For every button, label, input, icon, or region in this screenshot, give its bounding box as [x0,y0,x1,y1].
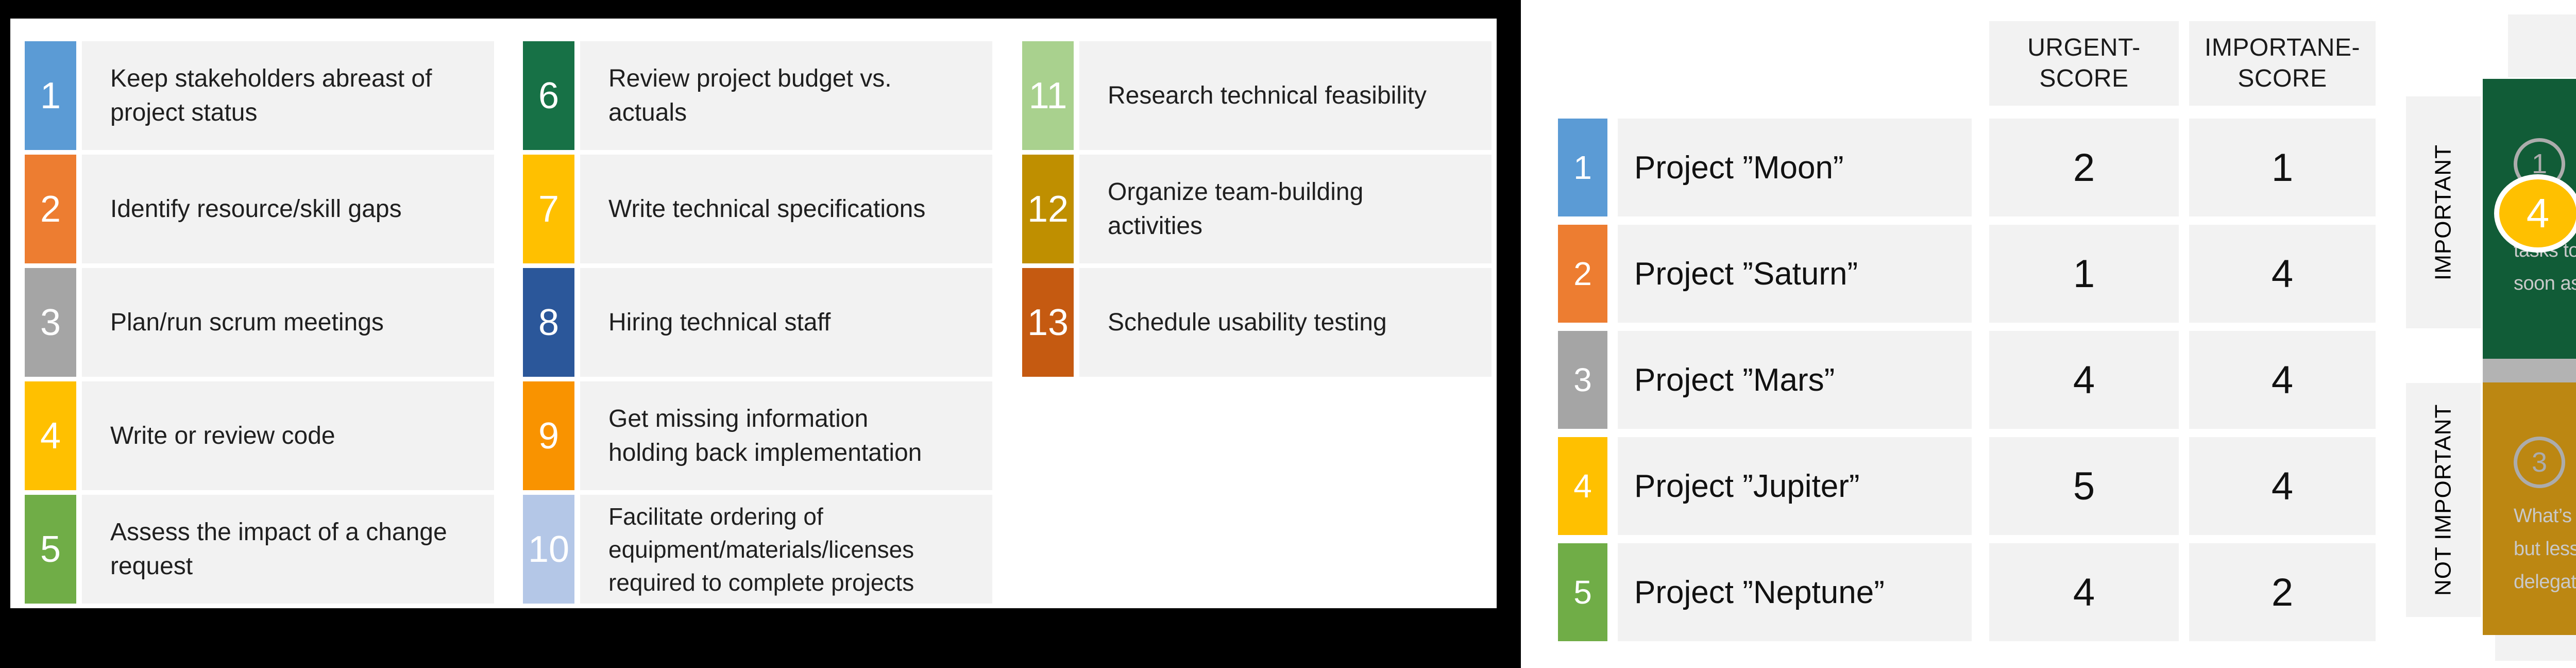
task-label: Organize team-building activities [1079,155,1492,263]
urgent-score-cell: 1 [1989,225,2179,323]
task-item-2: 2 Identify resource/skill gaps [25,155,494,263]
task-label: Plan/run scrum meetings [82,268,494,377]
task-number-badge: 7 [523,155,574,263]
task-label: Facilitate ordering of equipment/materia… [580,495,992,604]
task-number-badge: 6 [523,41,574,150]
task-number-badge: 5 [25,495,76,604]
project-name-cell: Project ”Moon” [1618,119,1972,216]
task-label: Research technical feasibility [1079,41,1492,150]
row-number-badge: 1 [1558,119,1607,216]
quadrant-number-icon: 3 [2514,437,2565,488]
urgent-score-cell: 2 [1989,119,2179,216]
task-number-badge: 11 [1022,41,1074,150]
task-item-7: 7 Write technical specifications [523,155,992,263]
quadrant-delegate: 3 DELEGATE What’s urgent, but less impor… [2483,382,2576,635]
task-label: Review project budget vs. actuals [580,41,992,150]
task-item-12: 12 Organize team-building activities [1022,155,1492,263]
task-item-5: 5 Assess the impact of a change request [25,495,494,604]
urgent-score-cell: 5 [1989,437,2179,535]
marker-label: 4 [2526,190,2550,236]
task-item-9: 9 Get missing information holding back i… [523,381,992,490]
urgent-score-cell: 4 [1989,331,2179,429]
task-number-badge: 1 [25,41,76,150]
task-label: Identify resource/skill gaps [82,155,494,263]
row-number-badge: 2 [1558,225,1607,323]
importance-score-cell: 4 [2189,437,2376,535]
task-label: Schedule usability testing [1079,268,1492,377]
task-item-10: 10 Facilitate ordering of equipment/mate… [523,495,992,604]
task-label: Hiring technical staff [580,268,992,377]
task-number-badge: 9 [523,381,574,490]
matrix-column-header-urgent: URGENT [2508,14,2576,77]
task-number-badge: 13 [1022,268,1074,377]
column-header-urgent-score: URGENT- SCORE [1989,21,2179,106]
task-number-badge: 12 [1022,155,1074,263]
task-item-11: 11 Research technical feasibility [1022,41,1492,150]
task-number-badge: 8 [523,268,574,377]
row-number-badge: 5 [1558,543,1607,641]
task-number-badge: 3 [25,268,76,377]
task-number-badge: 10 [523,495,574,604]
task-number-badge: 4 [25,381,76,490]
importance-score-cell: 4 [2189,225,2376,323]
task-item-8: 8 Hiring technical staff [523,268,992,377]
task-label: Assess the impact of a change request [82,495,494,604]
row-number-badge: 4 [1558,437,1607,535]
row-number-badge: 3 [1558,331,1607,429]
matrix-row-header-important: IMPORTANT [2406,96,2481,328]
task-item-3: 3 Plan/run scrum meetings [25,268,494,377]
task-label: Write or review code [82,381,494,490]
quadrant-title-row: 3 DELEGATE [2514,437,2576,488]
importance-score-cell: 1 [2189,119,2376,216]
matrix-row-header-not-important: NOT IMPORTANT [2406,383,2481,617]
column-header-importance-score: IMPORTANE- SCORE [2189,21,2376,106]
urgent-score-cell: 4 [1989,543,2179,641]
project-name-cell: Project ”Neptune” [1618,543,1972,641]
project-name-cell: Project ”Saturn” [1618,225,1972,323]
project-name-cell: Project ”Jupiter” [1618,437,1972,535]
importance-score-cell: 4 [2189,331,2376,429]
task-label: Get missing information holding back imp… [580,381,992,490]
task-item-6: 6 Review project budget vs. actuals [523,41,992,150]
task-label: Keep stakeholders abreast of project sta… [82,41,494,150]
task-number-badge: 2 [25,155,76,263]
matrix-divider-horizontal [2483,359,2576,382]
quadrant-description: What’s urgent, but less important, deleg… [2514,505,2576,593]
importance-score-cell: 2 [2189,543,2376,641]
project-name-cell: Project ”Mars” [1618,331,1972,429]
task-item-1: 1 Keep stakeholders abreast of project s… [25,41,494,150]
task-label: Write technical specifications [580,155,992,263]
task-item-13: 13 Schedule usability testing [1022,268,1492,377]
project-marker-4[interactable]: 4 [2494,174,2576,253]
task-item-4: 4 Write or review code [25,381,494,490]
